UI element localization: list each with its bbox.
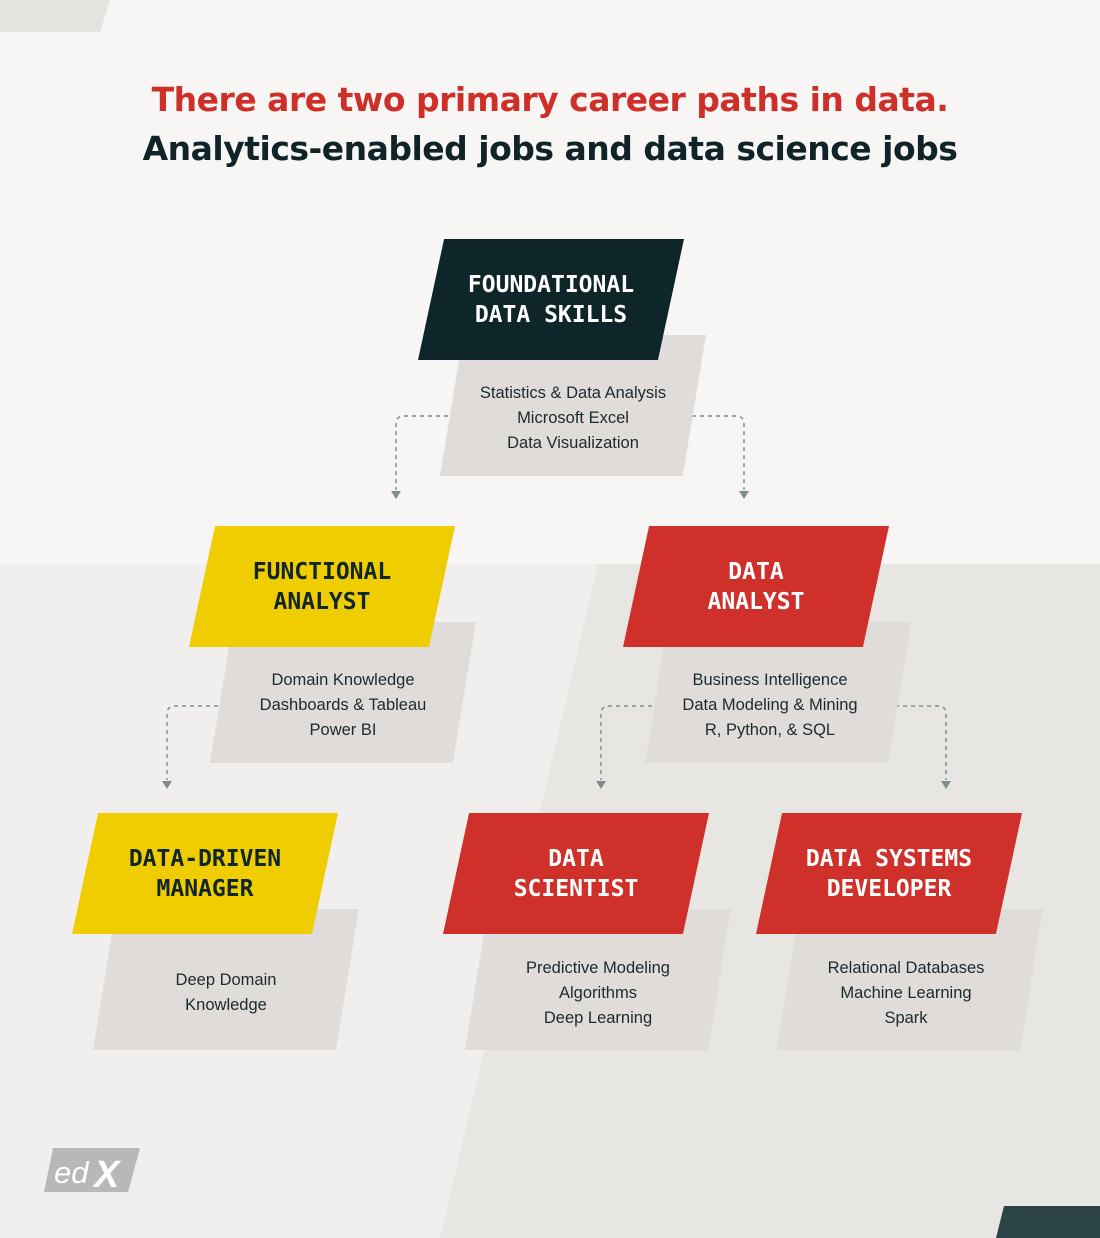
node-title-box: DATA-DRIVEN MANAGER — [72, 813, 338, 934]
arrowhead-icon — [941, 781, 951, 789]
skill-item: Dashboards & Tableau — [259, 696, 427, 714]
skills-list: Statistics & Data Analysis Microsoft Exc… — [440, 381, 706, 456]
connector-data-analyst-developer — [895, 705, 947, 780]
skill-item: Algorithms — [559, 984, 637, 1002]
node-title-line-2: DATA SKILLS — [474, 301, 628, 328]
node-title-line-2: MANAGER — [156, 875, 254, 902]
connector-data-analyst-scientist — [600, 705, 652, 780]
node-title-line-2: ANALYST — [707, 588, 805, 615]
skills-list: Business Intelligence Data Modeling & Mi… — [637, 668, 903, 743]
skills-list: Deep Domain Knowledge — [93, 968, 359, 1018]
arrowhead-icon — [162, 781, 172, 789]
node-title-box: FOUNDATIONAL DATA SKILLS — [418, 239, 684, 360]
skill-item: Deep Learning — [543, 1009, 653, 1027]
connector-foundational-functional — [395, 415, 448, 490]
skill-item: Data Modeling & Mining — [682, 696, 858, 714]
skill-item: Power BI — [309, 721, 377, 739]
logo-registered-mark: ® — [132, 1149, 138, 1158]
title-line-1: There are two primary career paths in da… — [151, 80, 949, 119]
skill-item: R, Python, & SQL — [704, 721, 836, 739]
node-title-line-1: FOUNDATIONAL — [467, 271, 635, 298]
node-title-box: DATA SYSTEMS DEVELOPER — [756, 813, 1022, 934]
logo-x-text: X — [92, 1154, 122, 1194]
node-title-line-1: DATA — [728, 558, 784, 585]
node-title-box: DATA ANALYST — [623, 526, 889, 647]
corner-accent-bottom-right — [996, 1206, 1100, 1238]
skills-list: Domain Knowledge Dashboards & Tableau Po… — [210, 668, 476, 743]
skill-item: Statistics & Data Analysis — [479, 384, 667, 402]
skills-list: Relational Databases Machine Learning Sp… — [773, 956, 1039, 1031]
node-title-line-1: FUNCTIONAL — [252, 558, 392, 585]
node-title-line-1: DATA-DRIVEN — [128, 845, 282, 872]
title-line-2: Analytics-enabled jobs and data science … — [142, 129, 958, 168]
skill-item: Microsoft Excel — [517, 409, 629, 427]
skill-item: Business Intelligence — [692, 671, 848, 689]
skill-item: Spark — [884, 1009, 928, 1027]
skills-list: Predictive Modeling Algorithms Deep Lear… — [465, 956, 731, 1031]
node-title-line-2: DEVELOPER — [826, 875, 952, 902]
node-title-box: DATA SCIENTIST — [443, 813, 709, 934]
skill-item: Data Visualization — [507, 434, 639, 452]
skill-item: Knowledge — [185, 996, 267, 1014]
node-title-line-2: SCIENTIST — [513, 875, 639, 902]
arrowhead-icon — [391, 491, 401, 499]
edx-logo: ed X ® — [44, 1148, 140, 1194]
node-title-box: FUNCTIONAL ANALYST — [189, 526, 455, 647]
corner-accent-top-left — [0, 0, 110, 32]
node-title-line-2: ANALYST — [273, 588, 371, 615]
arrowhead-icon — [739, 491, 749, 499]
node-title-line-1: DATA — [548, 845, 604, 872]
arrowhead-icon — [596, 781, 606, 789]
connector-functional-manager — [166, 705, 218, 780]
skill-item: Predictive Modeling — [526, 959, 670, 977]
skill-item: Deep Domain — [175, 971, 277, 989]
node-title-line-1: DATA SYSTEMS — [805, 845, 973, 872]
logo-ed-text: ed — [54, 1155, 90, 1190]
skill-item: Machine Learning — [840, 984, 972, 1002]
skill-item: Domain Knowledge — [271, 671, 415, 689]
skill-item: Relational Databases — [827, 959, 985, 977]
connector-foundational-data-analyst — [692, 415, 745, 490]
